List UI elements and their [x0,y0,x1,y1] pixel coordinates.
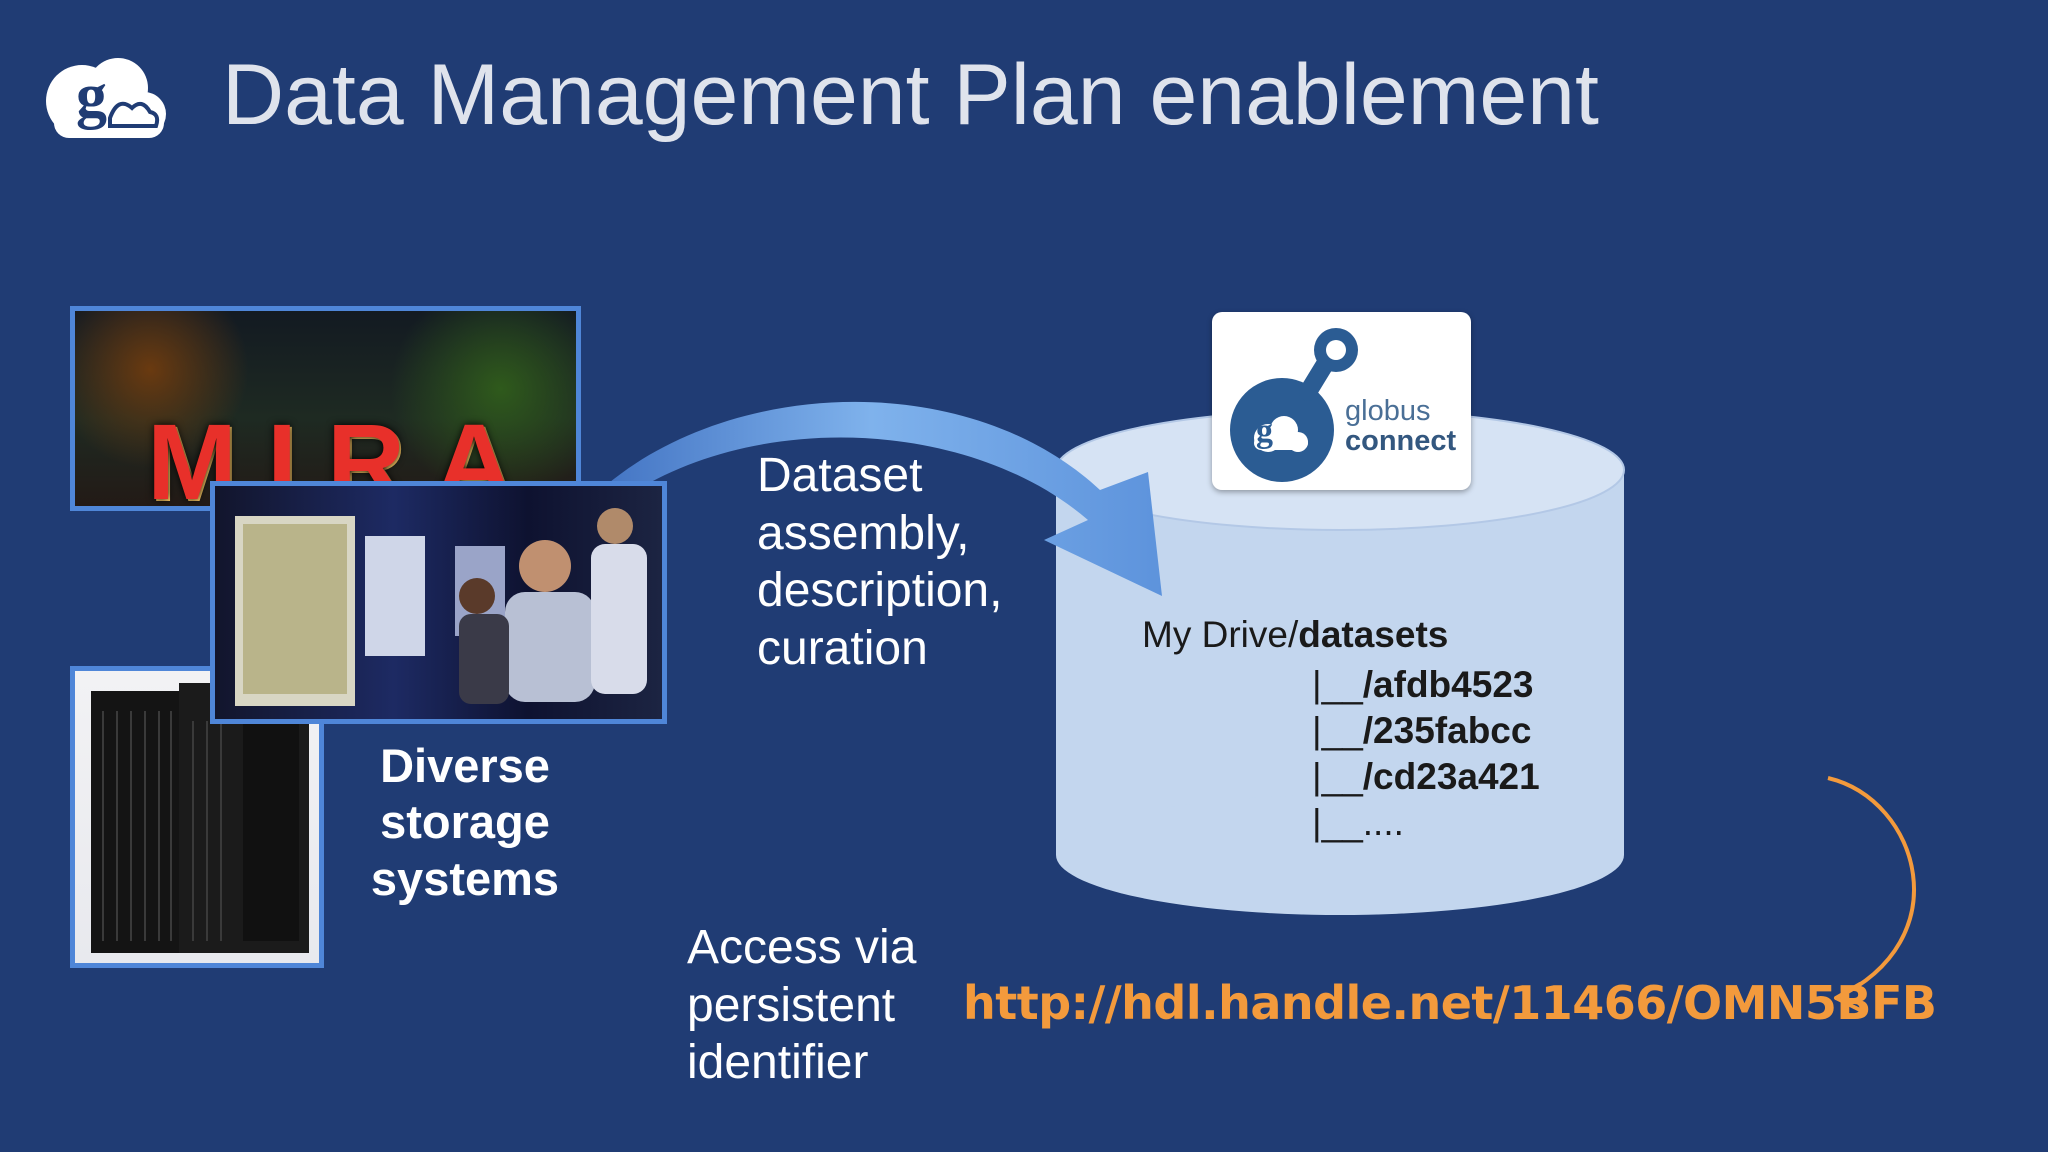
server-rack-photo [70,666,324,968]
dataset-directory-tree: My Drive/datasets |__/afdb4523 |__/235fa… [1142,612,1540,846]
tree-item: |__/235fabcc [1312,710,1532,751]
researchers-at-workstations-photo [210,481,667,724]
server-rack-image [91,683,309,953]
mira-supercomputer-photo: MIRA [70,306,581,511]
curved-orange-arrow-icon [1827,776,1916,1012]
tree-item: |__.... [1312,802,1404,843]
dataset-assembly-label: Dataset assembly, description, curation [757,449,1003,675]
persistent-identifier-label: Access via persistent identifier [687,921,917,1090]
globus-connect-logo-icon: g [1230,328,1358,482]
researchers-image [235,508,647,706]
storage-systems-label: Diverse storage systems [370,739,560,905]
slide-title: Data Management Plan enablement [222,47,1599,143]
globus-connect-badge: g globus connect [1212,312,1471,490]
curved-blue-arrow-icon [580,401,1162,596]
handle-url-link[interactable]: http://hdl.handle.net/11466/OMN5BFB [963,976,1937,1030]
storage-cylinder [1055,410,1625,915]
tree-item: |__/cd23a421 [1312,756,1540,797]
tree-root: My Drive/datasets [1142,614,1449,655]
globus-cloud-logo-icon: g [46,58,166,138]
svg-text:g: g [76,62,107,130]
globus-connect-wordmark: globus connect [1345,395,1457,457]
tree-item: |__/afdb4523 [1312,664,1534,705]
svg-text:g: g [1256,413,1273,450]
